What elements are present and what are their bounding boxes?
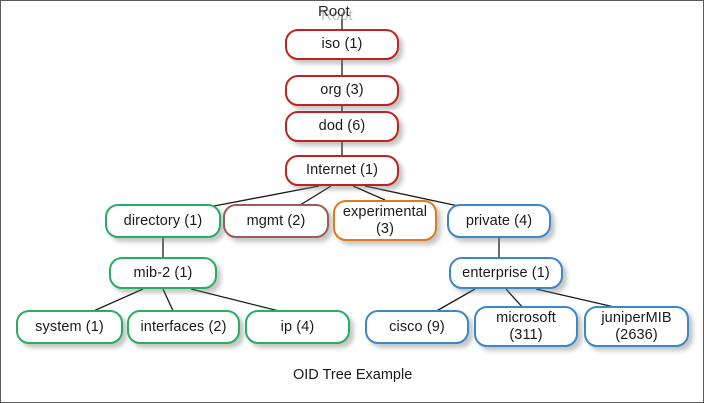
node-org[interactable]: org (3) — [285, 75, 399, 106]
node-experimental[interactable]: experimental (3) — [333, 200, 437, 241]
edge-internet-to-private — [364, 185, 464, 208]
node-microsoft[interactable]: microsoft (311) — [474, 306, 578, 347]
node-mib2[interactable]: mib-2 (1) — [109, 257, 217, 289]
edge-internet-to-experimental — [352, 185, 386, 201]
node-dod[interactable]: dod (6) — [285, 111, 399, 142]
node-iso[interactable]: iso (1) — [285, 29, 399, 60]
node-system[interactable]: system (1) — [16, 310, 123, 344]
node-private[interactable]: private (4) — [447, 204, 551, 238]
node-ip[interactable]: ip (4) — [245, 310, 350, 344]
node-cisco[interactable]: cisco (9) — [365, 310, 469, 344]
node-juniperMIB[interactable]: juniperMIB (2636) — [584, 306, 689, 347]
node-enterprise[interactable]: enterprise (1) — [449, 257, 563, 289]
root-label: Root — [318, 3, 350, 20]
node-mgmt[interactable]: mgmt (2) — [223, 204, 329, 238]
edge-internet-to-directory — [208, 185, 320, 208]
edge-mib2-to-interfaces — [162, 288, 175, 314]
edge-internet-to-mgmt — [296, 185, 332, 208]
edge-enterprise-to-cisco — [432, 288, 476, 314]
edge-mib2-to-ip — [190, 288, 288, 314]
edge-enterprise-to-juniperMIB — [535, 288, 624, 310]
node-directory[interactable]: directory (1) — [105, 204, 221, 238]
node-internet[interactable]: Internet (1) — [285, 155, 399, 186]
node-interfaces[interactable]: interfaces (2) — [127, 310, 240, 344]
edge-mib2-to-system — [88, 288, 144, 314]
edge-enterprise-to-microsoft — [505, 288, 525, 310]
diagram-caption: OID Tree Example — [293, 367, 413, 383]
